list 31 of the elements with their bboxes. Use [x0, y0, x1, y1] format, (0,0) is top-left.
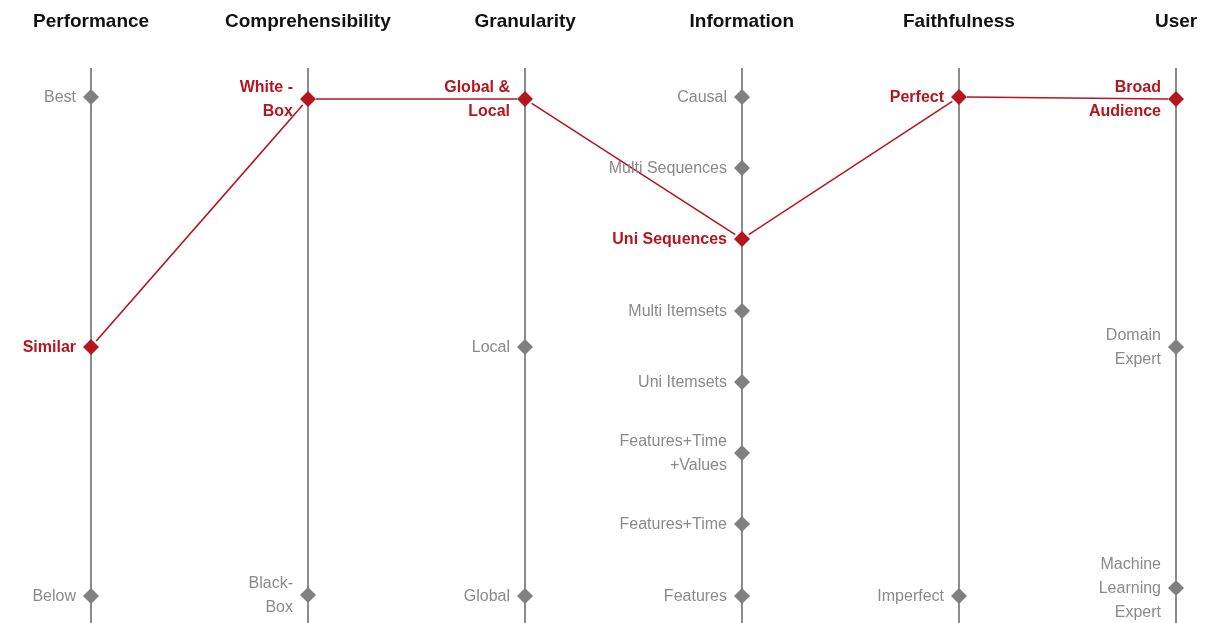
axis-title: User: [1155, 10, 1198, 32]
value-label: Features: [663, 586, 727, 606]
connector-line: [315, 98, 518, 100]
value-label: Best: [44, 87, 76, 107]
value-label: Local: [471, 337, 510, 357]
value-label: Broad Audience: [1088, 77, 1161, 121]
axis-title: Information: [689, 10, 794, 32]
value-label: Machine Learning Expert: [1097, 554, 1161, 622]
connector-line: [966, 96, 1169, 100]
value-label: Global & Local: [443, 77, 510, 121]
value-label: Global: [463, 586, 510, 606]
value-label: Below: [32, 586, 76, 606]
value-label: Black- Box: [247, 573, 293, 617]
value-label: Perfect: [889, 87, 944, 107]
value-label: Features+Time: [619, 514, 727, 534]
value-label: White -Box: [238, 77, 293, 121]
value-label: Uni Itemsets: [638, 372, 727, 392]
connector-line: [747, 100, 954, 236]
connector-line: [95, 104, 304, 342]
value-label: Uni Sequences: [612, 229, 727, 249]
value-label: Imperfect: [877, 586, 944, 606]
connector-line: [530, 102, 737, 236]
value-label: Features+Time +Values: [618, 431, 727, 475]
axis-title: Faithfulness: [903, 10, 1015, 32]
axis-title: Performance: [33, 10, 150, 32]
value-label: Domain Expert: [1104, 325, 1161, 369]
axis-title: Granularity: [474, 10, 576, 32]
value-label: Multi Itemsets: [628, 301, 727, 321]
axis-title: Comprehensibility: [225, 10, 391, 32]
value-label: Similar: [22, 337, 76, 357]
value-label: Causal: [677, 87, 727, 107]
